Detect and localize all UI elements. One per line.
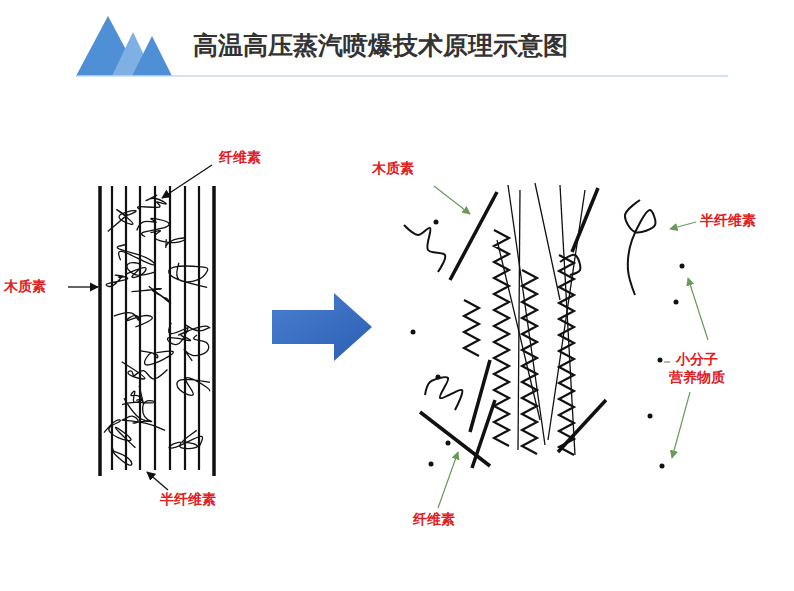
page-title: 高温高压蒸汽喷爆技术原理示意图 — [193, 30, 568, 61]
part-label: 木质素 — [372, 160, 414, 178]
leader-line — [68, 286, 98, 287]
fiber-bundle — [100, 186, 214, 476]
mountain-icon — [76, 16, 172, 76]
exploded-fibers — [404, 183, 685, 469]
part-label: 半纤维素 — [700, 212, 756, 230]
part-label: 木质素 — [4, 278, 46, 296]
part-label: 纤维素 — [413, 511, 455, 529]
process-arrow — [272, 293, 372, 361]
leader-line — [147, 472, 168, 490]
part-label: 半纤维素 — [160, 491, 216, 509]
leader-lines — [434, 186, 708, 508]
part-label: 纤维素 — [219, 149, 261, 167]
title-rule — [76, 75, 728, 77]
leader-line — [162, 165, 212, 198]
part-label: 小分子 营养物质 — [668, 351, 726, 386]
